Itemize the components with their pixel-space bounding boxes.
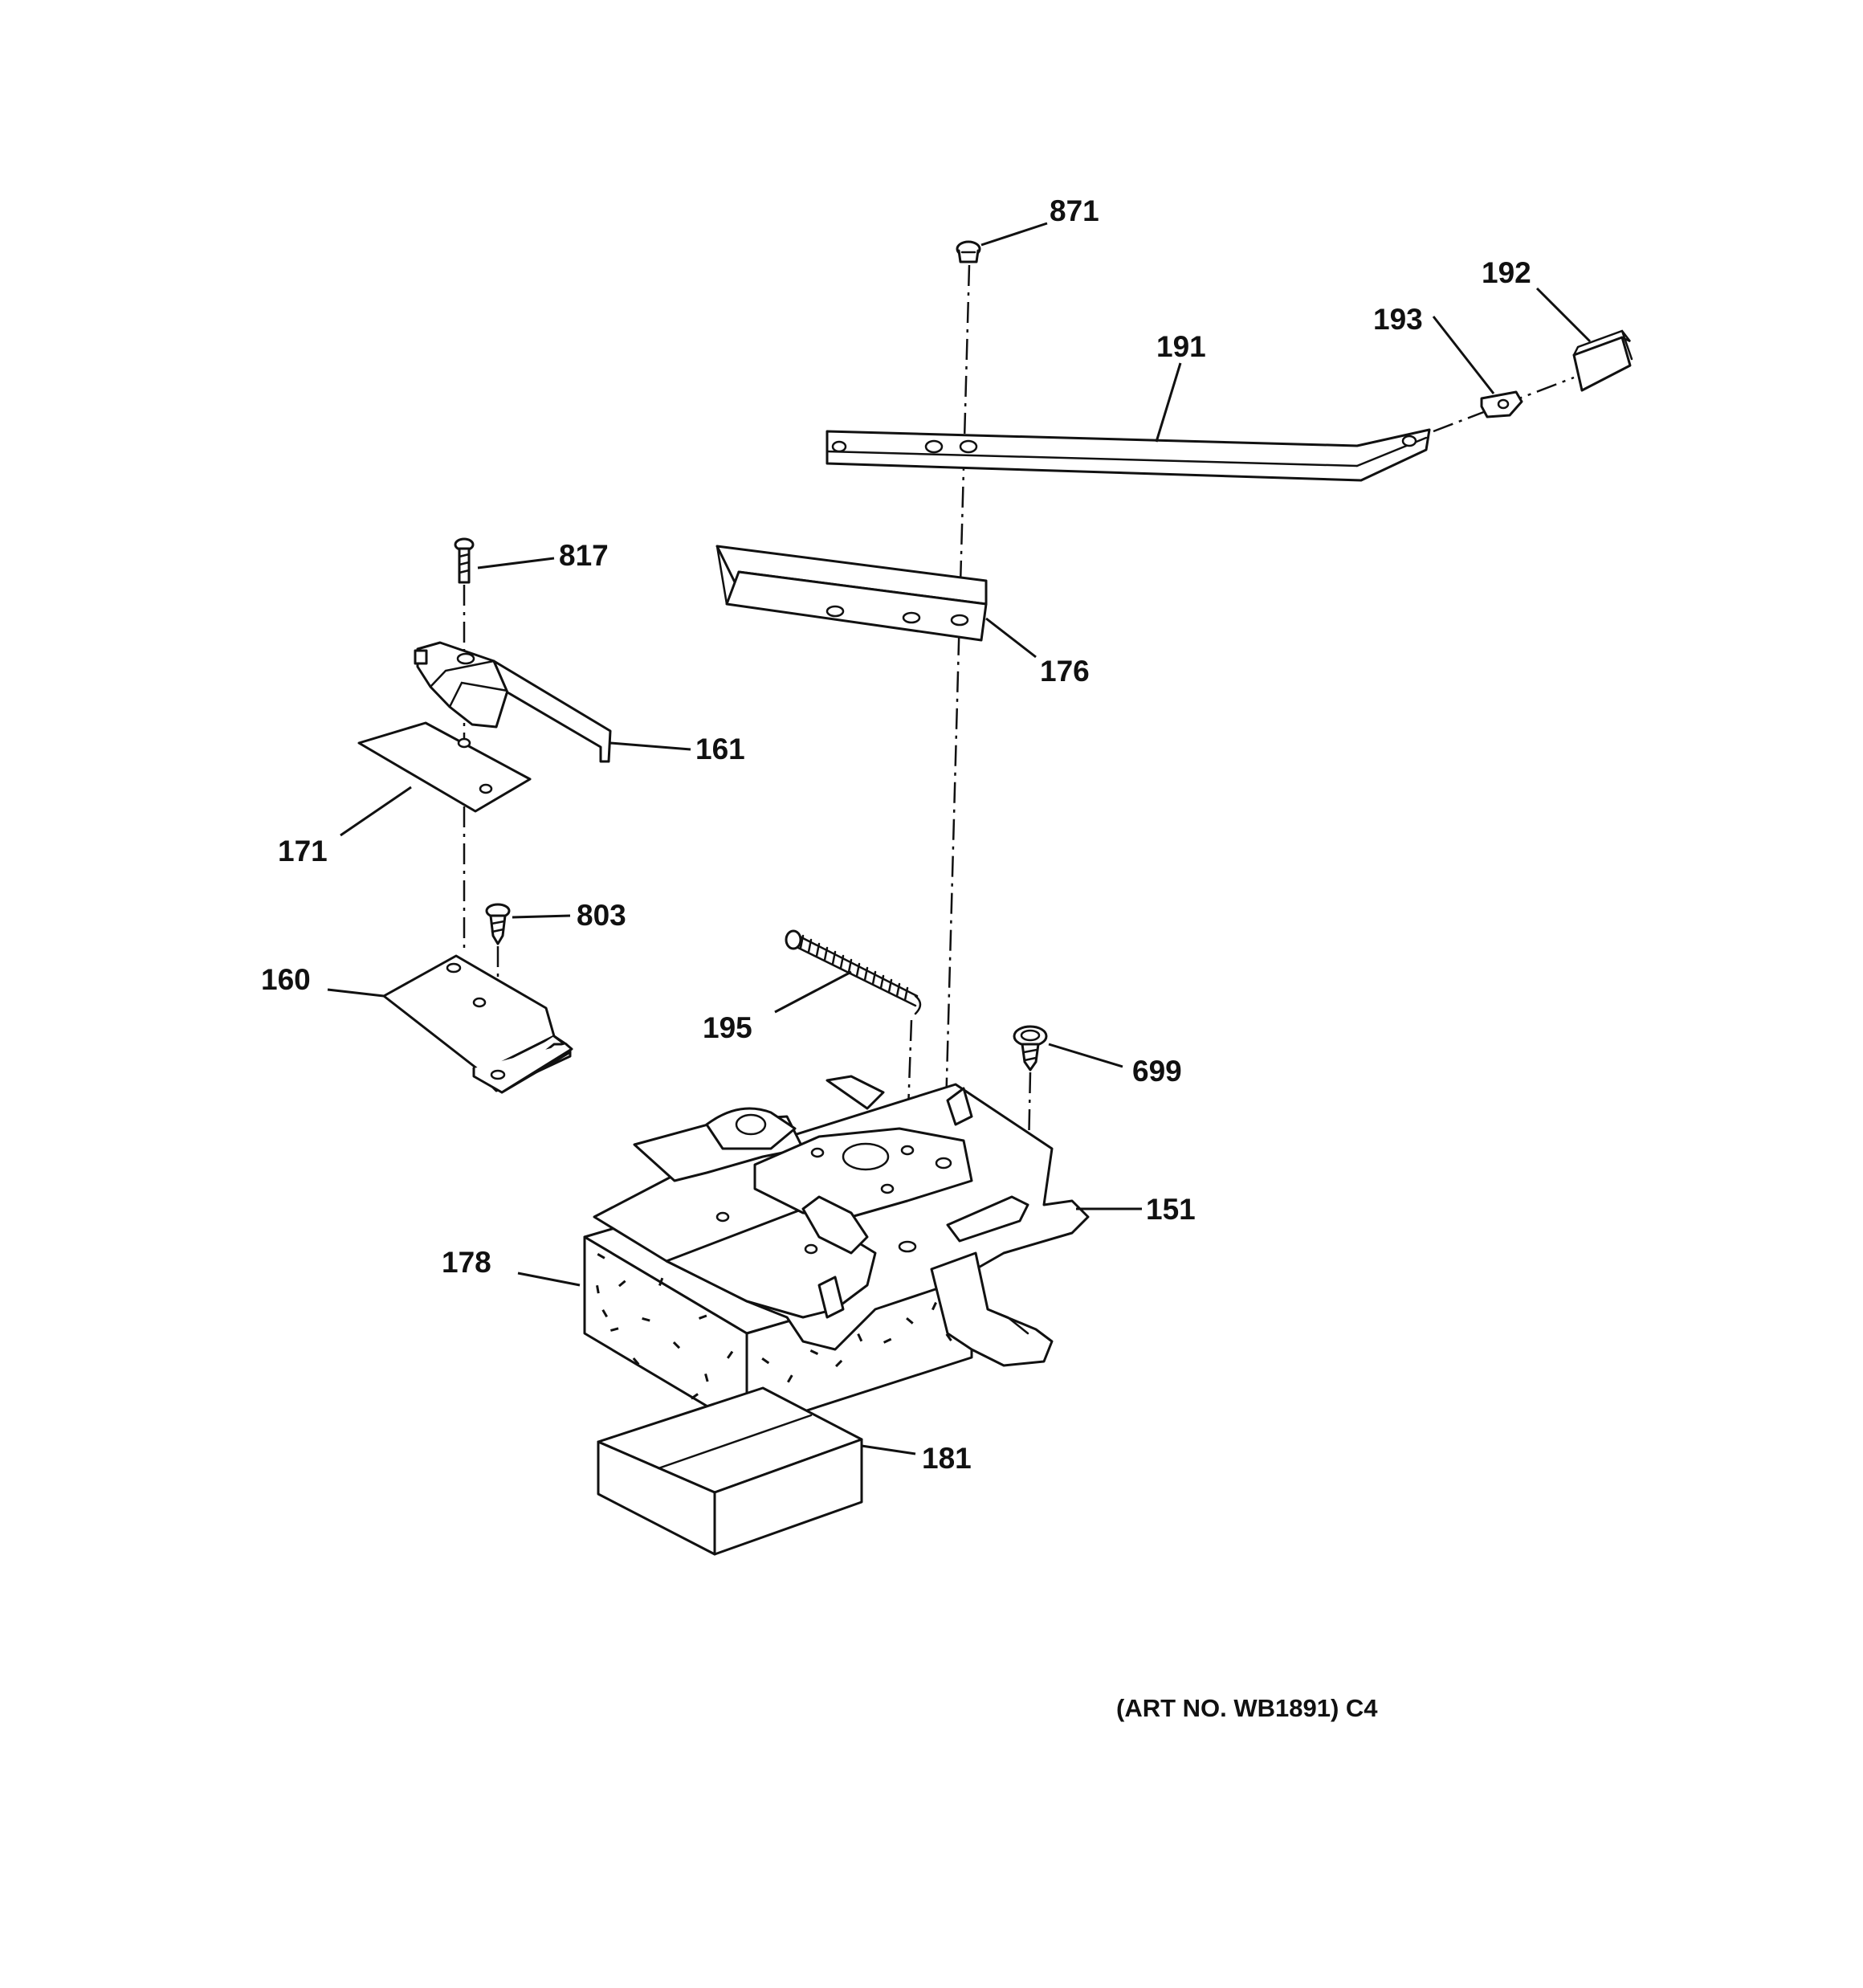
part-171-sheet <box>357 721 532 813</box>
label-171: 171 <box>278 835 328 867</box>
label-803: 803 <box>577 899 626 932</box>
part-181-block <box>597 1386 863 1556</box>
label-193: 193 <box>1373 303 1423 336</box>
part-191-bar <box>826 428 1431 482</box>
label-151: 151 <box>1146 1193 1196 1226</box>
label-161: 161 <box>695 733 745 765</box>
label-178: 178 <box>442 1246 491 1279</box>
part-151-latch-assembly <box>593 1075 1090 1367</box>
part-labels: 871 192 193 191 817 176 161 171 803 160 … <box>261 194 1531 1475</box>
part-193-clip <box>1480 390 1523 418</box>
label-817: 817 <box>559 539 609 572</box>
label-181: 181 <box>922 1442 972 1475</box>
label-699: 699 <box>1132 1055 1182 1088</box>
label-192: 192 <box>1482 256 1531 289</box>
part-195-spring <box>785 929 922 1015</box>
part-176-bracket <box>715 545 988 642</box>
axis-871 <box>944 264 971 1137</box>
axis-699 <box>1026 1072 1032 1190</box>
part-192-cap <box>1572 329 1633 392</box>
label-191: 191 <box>1156 330 1206 363</box>
part-160-bracket <box>382 954 573 1094</box>
part-161-switch <box>414 641 612 763</box>
part-871-screw <box>956 240 981 263</box>
label-871: 871 <box>1050 194 1099 227</box>
leader-lines <box>327 222 1592 1455</box>
label-195: 195 <box>703 1011 752 1044</box>
art-number: (ART NO. WB1891) C4 <box>1116 1694 1378 1722</box>
label-160: 160 <box>261 963 311 996</box>
label-176: 176 <box>1040 655 1090 688</box>
part-699-screw <box>1013 1025 1048 1072</box>
part-817-screw <box>454 537 475 584</box>
part-803-screw <box>485 903 511 945</box>
